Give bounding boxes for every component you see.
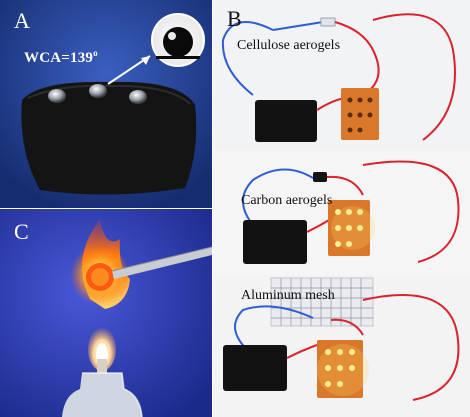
tweezers	[112, 247, 212, 279]
label-cellulose-aerogels: Cellulose aerogels	[237, 38, 341, 53]
panel-a-photo: A WCA=139o	[0, 0, 212, 208]
degree-symbol: o	[93, 48, 98, 58]
battery-box	[243, 220, 307, 264]
circuit-aluminum	[223, 277, 460, 401]
panel-label-b: B	[227, 6, 242, 31]
panel-c-photo: C	[0, 209, 212, 417]
water-contact-angle-label: WCA=139o	[24, 48, 98, 67]
alcohol-lamp	[62, 373, 142, 417]
water-droplet	[129, 90, 147, 104]
water-droplet	[89, 84, 107, 98]
cellulose-sample	[320, 17, 336, 27]
battery-box	[255, 100, 317, 142]
water-droplet	[48, 89, 66, 103]
aluminum-mesh	[270, 277, 374, 327]
circuit-cellulose	[221, 13, 456, 142]
panel-label-c: C	[14, 219, 29, 244]
panel-b-circuits	[213, 0, 470, 417]
label-carbon-aerogels: Carbon aerogels	[241, 193, 333, 208]
label-aluminum-mesh: Aluminum mesh	[241, 288, 335, 303]
panel-b-photo: B Cellulose aerogels Carbon aerogels Alu…	[213, 0, 470, 417]
aerogel-block	[21, 81, 197, 195]
panel-label-a: A	[14, 8, 30, 33]
carbon-sample	[313, 172, 327, 182]
battery-box	[223, 345, 287, 391]
panel-a-scene	[0, 0, 212, 208]
circuit-carbon	[242, 160, 460, 264]
wca-text: WCA=139	[24, 50, 94, 66]
panel-c-scene	[0, 209, 212, 417]
